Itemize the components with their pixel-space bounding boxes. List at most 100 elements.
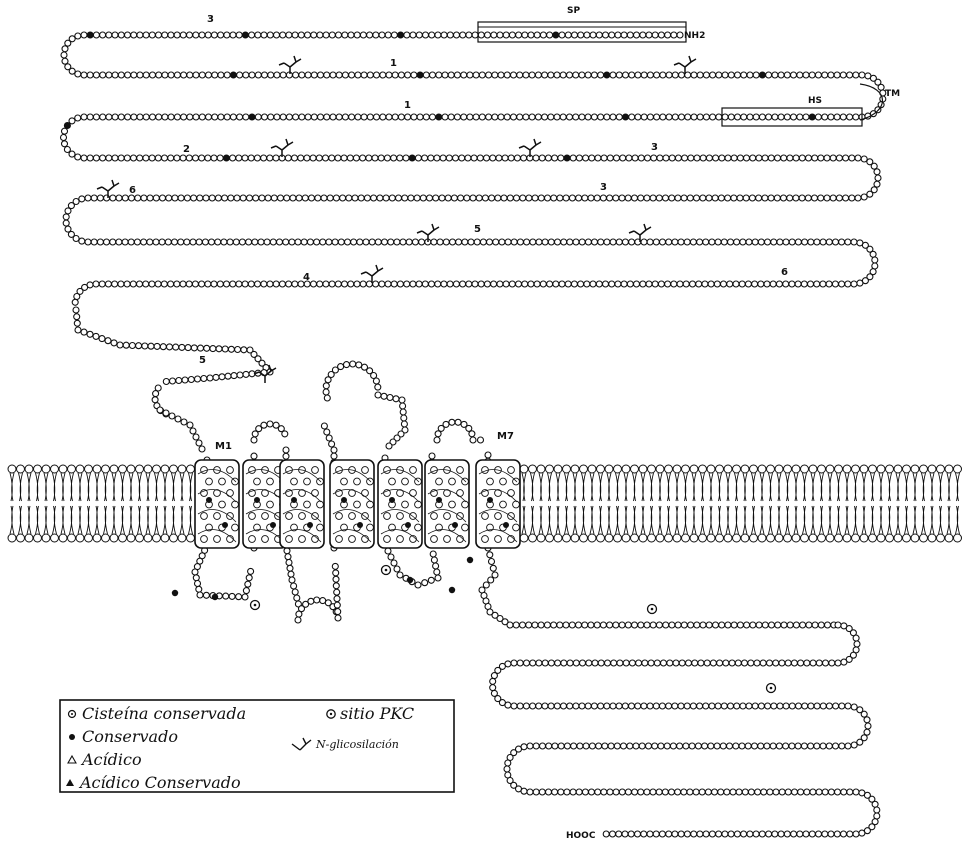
residue xyxy=(72,299,78,305)
residue xyxy=(678,703,684,709)
residue xyxy=(162,114,168,120)
residue xyxy=(360,155,366,161)
lipid-head xyxy=(537,465,545,473)
residue xyxy=(781,622,787,628)
lipid-tail xyxy=(531,473,535,501)
residue xyxy=(793,155,799,161)
residue xyxy=(825,622,831,628)
residue xyxy=(143,155,149,161)
residue xyxy=(802,703,808,709)
residue xyxy=(716,72,722,78)
lipid-tail xyxy=(692,473,696,501)
residue xyxy=(248,281,254,287)
residue xyxy=(205,32,211,38)
residue xyxy=(334,596,340,602)
residue xyxy=(524,660,530,666)
residue xyxy=(435,281,441,287)
residue xyxy=(149,281,155,287)
residue xyxy=(706,195,712,201)
residue xyxy=(492,572,498,578)
residue xyxy=(594,195,600,201)
residue xyxy=(143,281,149,287)
residue xyxy=(486,72,492,78)
residue xyxy=(331,453,337,459)
residue xyxy=(453,281,459,287)
residue xyxy=(236,594,242,600)
lipid-tail xyxy=(129,473,133,501)
residue xyxy=(644,789,650,795)
residue xyxy=(820,239,826,245)
lipid-head xyxy=(750,465,758,473)
residue xyxy=(808,743,814,749)
lipid-head xyxy=(716,534,724,542)
lipid-tail xyxy=(786,473,790,501)
residue xyxy=(110,195,116,201)
residue xyxy=(439,195,445,201)
residue xyxy=(614,155,620,161)
lipid-head xyxy=(690,534,698,542)
residue xyxy=(800,622,806,628)
residue xyxy=(629,703,635,709)
lipid-head xyxy=(520,534,528,542)
lipid-tail xyxy=(641,473,645,501)
residue xyxy=(839,239,845,245)
lipid-tail xyxy=(701,473,705,501)
residue xyxy=(283,453,289,459)
residue xyxy=(728,831,734,837)
residue xyxy=(855,155,861,161)
residue xyxy=(693,789,699,795)
residue xyxy=(532,622,538,628)
residue xyxy=(203,592,209,598)
lipid-tail xyxy=(658,473,662,501)
residue xyxy=(378,155,384,161)
residue xyxy=(653,239,659,245)
residue xyxy=(497,281,503,287)
residue xyxy=(671,32,677,38)
residue xyxy=(323,281,329,287)
residue xyxy=(542,703,548,709)
residue xyxy=(582,789,588,795)
residue xyxy=(152,397,158,403)
residue xyxy=(99,336,105,342)
residue xyxy=(857,739,863,745)
residue xyxy=(533,789,539,795)
residue xyxy=(741,72,747,78)
lipid-head xyxy=(656,534,664,542)
residue xyxy=(286,32,292,38)
lipid-head xyxy=(937,465,945,473)
lipid-head xyxy=(954,534,962,542)
residue xyxy=(725,155,731,161)
residue xyxy=(762,622,768,628)
residue xyxy=(321,423,327,429)
lipid-head xyxy=(110,534,118,542)
lipid-tail xyxy=(811,506,815,534)
residue xyxy=(853,72,859,78)
lipid-tail xyxy=(811,473,815,501)
residue xyxy=(675,789,681,795)
lipid-tail xyxy=(582,473,586,501)
residue xyxy=(689,743,695,749)
residue xyxy=(683,743,689,749)
residue xyxy=(406,239,412,245)
residue xyxy=(111,340,117,346)
residue xyxy=(635,114,641,120)
residue xyxy=(875,175,881,181)
residue xyxy=(694,622,700,628)
lipid-head xyxy=(85,465,93,473)
residue xyxy=(576,622,582,628)
residue xyxy=(665,32,671,38)
residue xyxy=(623,660,629,666)
residue xyxy=(687,195,693,201)
lipid-tail xyxy=(163,473,167,501)
residue xyxy=(688,622,694,628)
residue xyxy=(560,114,566,120)
residue xyxy=(539,789,545,795)
residue xyxy=(710,72,716,78)
residue xyxy=(511,72,517,78)
residue xyxy=(797,72,803,78)
lipid-head xyxy=(869,534,877,542)
residue xyxy=(87,114,93,120)
residue xyxy=(755,789,761,795)
conserved-residue xyxy=(270,522,276,528)
residue xyxy=(185,345,191,351)
